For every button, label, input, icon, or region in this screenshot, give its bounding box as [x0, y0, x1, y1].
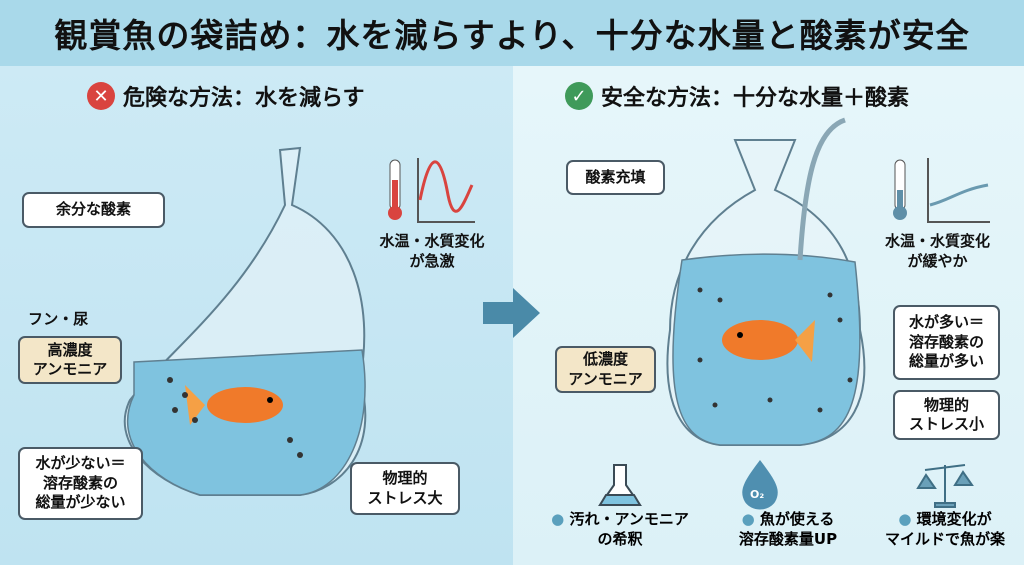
label-high-stress: 物理的 ストレス大 [350, 462, 460, 515]
feature-text: 汚れ・アンモニア の希釈 [569, 510, 689, 548]
oxygen-drop-icon: O₂ [742, 460, 778, 510]
label-excess-oxygen: 余分な酸素 [22, 192, 165, 228]
x-circle-icon: ✕ [87, 82, 115, 110]
transition-arrow [483, 288, 540, 338]
svg-text:O₂: O₂ [750, 488, 764, 501]
flask-icon [598, 464, 642, 506]
feature-oxygen: ● 魚が使える 溶存酸素量UP [738, 510, 838, 548]
heading-text: 安全な方法：十分な水量＋酸素 [601, 86, 910, 111]
label-rapid-change: 水温・水質変化 が急激 [379, 232, 485, 270]
goldfish-stressed [185, 385, 283, 425]
feature-dilution: ● 汚れ・アンモニア の希釈 [551, 510, 689, 548]
feature-text: 魚が使える 溶存酸素量UP [738, 510, 838, 548]
scale-icon [916, 464, 974, 508]
thermometer-graph-gradual [893, 158, 990, 223]
feature-mild-change: ● 環境変化が マイルドで魚が楽 [884, 510, 1005, 548]
dangerous-heading: ✕ 危険な方法：水を減らす [87, 80, 365, 112]
label-low-ammonia: 低濃度 アンモニア [555, 346, 656, 393]
full-water-bag [666, 117, 866, 446]
thermometer-graph-rapid [388, 158, 475, 223]
heading-text: 危険な方法：水を減らす [123, 86, 365, 111]
label-low-stress: 物理的 ストレス小 [893, 390, 1000, 440]
check-circle-icon: ✓ [565, 82, 593, 110]
label-more-water: 水が多い＝ 溶存酸素の 総量が多い [893, 305, 1000, 380]
label-high-ammonia: 高濃度 アンモニア [18, 336, 122, 384]
page-title: 観賞魚の袋詰め：水を減らすより、十分な水量と酸素が安全 [0, 0, 1024, 66]
safe-heading: ✓ 安全な方法：十分な水量＋酸素 [565, 80, 909, 112]
small-water-bag [123, 146, 367, 496]
label-gradual-change: 水温・水質変化 が緩やか [884, 232, 990, 270]
label-oxygen-fill: 酸素充填 [566, 160, 665, 195]
goldfish-calm [722, 320, 815, 362]
label-low-water: 水が少ない＝ 溶存酸素の 総量が少ない [18, 447, 143, 520]
feature-text: 環境変化が マイルドで魚が楽 [884, 510, 1005, 548]
label-waste: フン・尿 [28, 310, 89, 328]
